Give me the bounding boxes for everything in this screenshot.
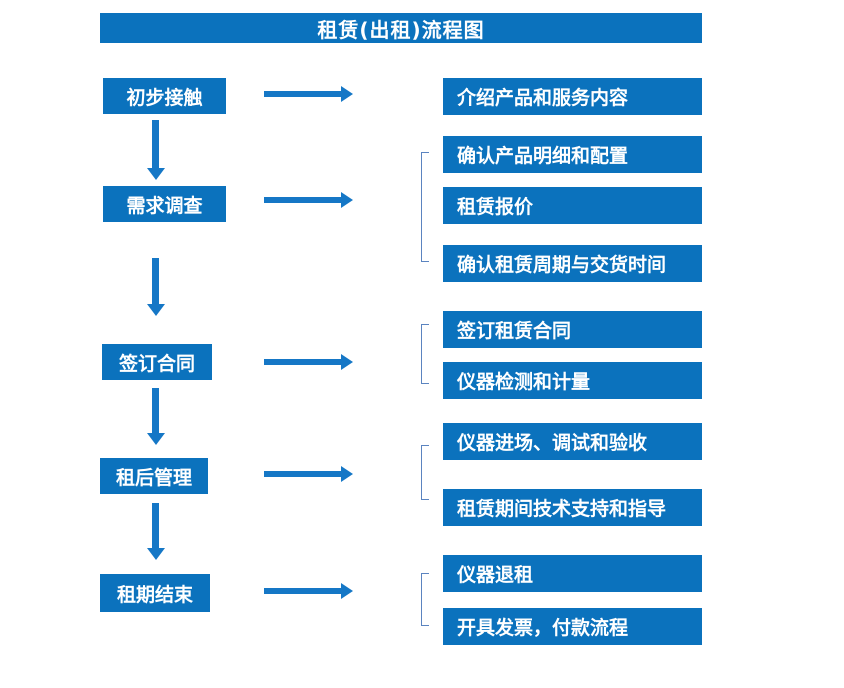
arrow-shaft	[152, 388, 159, 434]
step-box-demand-survey: 需求调查	[103, 186, 226, 222]
arrow-right-icon	[264, 86, 353, 102]
detail-box-instrument-testing: 仪器检测和计量	[443, 362, 702, 399]
group-bracket-post-rental	[421, 445, 429, 500]
group-bracket-lease-end	[421, 573, 429, 626]
arrow-right-icon	[264, 583, 353, 599]
detail-box-confirm-product-config: 确认产品明细和配置	[443, 136, 702, 173]
arrow-head	[147, 168, 165, 180]
arrow-shaft	[152, 258, 159, 305]
arrow-head	[341, 86, 353, 102]
step-box-initial-contact: 初步接触	[103, 78, 226, 114]
arrow-shaft	[264, 197, 342, 203]
arrow-head	[147, 548, 165, 560]
step-box-lease-end: 租期结束	[100, 574, 210, 612]
detail-box-instrument-return: 仪器退租	[443, 555, 702, 592]
arrow-down-icon	[147, 388, 165, 445]
arrow-down-icon	[147, 258, 165, 316]
arrow-shaft	[152, 503, 159, 549]
group-bracket-sign-contract	[421, 324, 429, 384]
arrow-shaft	[264, 359, 342, 365]
detail-box-instrument-setup-acceptance: 仪器进场、调试和验收	[443, 423, 702, 460]
arrow-right-icon	[264, 192, 353, 208]
detail-box-sign-rental-contract: 签订租赁合同	[443, 311, 702, 348]
arrow-down-icon	[147, 120, 165, 180]
step-box-sign-contract: 签订合同	[102, 344, 212, 380]
title-banner: 租赁(出租)流程图	[100, 13, 702, 43]
arrow-down-icon	[147, 503, 165, 560]
arrow-head	[147, 433, 165, 445]
detail-box-confirm-period-delivery: 确认租赁周期与交货时间	[443, 245, 702, 282]
group-bracket-demand-survey	[421, 152, 429, 262]
arrow-shaft	[264, 588, 342, 594]
arrow-right-icon	[264, 466, 353, 482]
page-title: 租赁(出租)流程图	[317, 17, 485, 42]
arrow-head	[341, 466, 353, 482]
arrow-head	[341, 583, 353, 599]
arrow-head	[341, 192, 353, 208]
detail-box-introduce-products: 介绍产品和服务内容	[443, 78, 702, 115]
step-box-post-rental-management: 租后管理	[100, 458, 208, 494]
arrow-right-icon	[264, 354, 353, 370]
arrow-shaft	[264, 471, 342, 477]
detail-box-rental-quotation: 租赁报价	[443, 187, 702, 224]
detail-box-technical-support: 租赁期间技术支持和指导	[443, 489, 702, 526]
detail-box-invoice-payment: 开具发票，付款流程	[443, 608, 702, 645]
arrow-shaft	[152, 120, 159, 169]
arrow-head	[341, 354, 353, 370]
arrow-head	[147, 304, 165, 316]
arrow-shaft	[264, 91, 342, 97]
